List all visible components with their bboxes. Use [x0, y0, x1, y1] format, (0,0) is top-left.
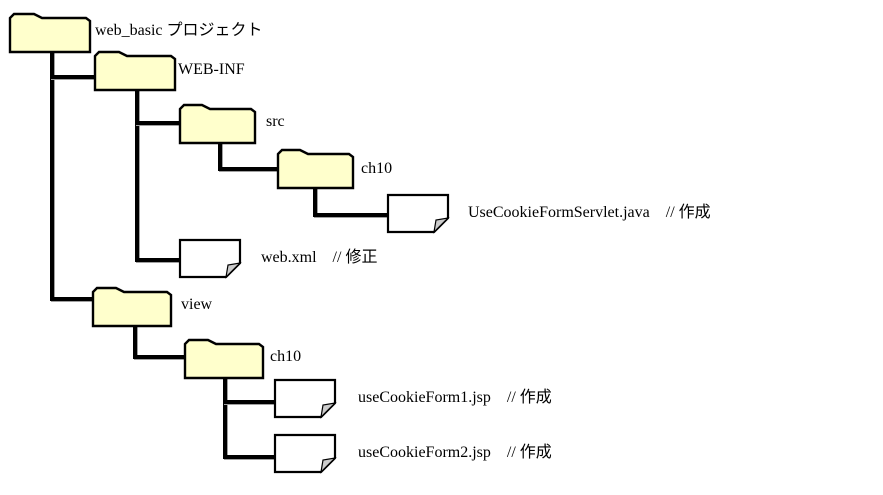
folder-icon-view[interactable] [91, 286, 173, 328]
node-name-view: view [181, 296, 213, 313]
connector-view-to-ch10 [133, 355, 188, 360]
connector-root-trunk [50, 52, 55, 298]
node-name-webinf: WEB-INF [178, 61, 245, 78]
connector-webinf-trunk [135, 90, 140, 259]
node-note-webxml: // 修正 [332, 249, 378, 266]
node-name-src-ch10: ch10 [361, 160, 393, 177]
connector-view-trunk [133, 326, 138, 356]
connector-viewch10-to-file2 [223, 455, 278, 460]
connector-webinf-to-src [135, 121, 183, 126]
node-name-usecookieform1: useCookieForm1.jsp [358, 389, 491, 406]
node-label-usecookieform1: useCookieForm1.jsp // 作成 [358, 389, 552, 407]
connector-root-to-view [50, 297, 96, 302]
connector-viewch10-trunk [223, 378, 228, 456]
node-label-webxml: web.xml // 修正 [261, 249, 377, 267]
folder-icon-src[interactable] [178, 103, 257, 145]
folder-icon-src-ch10[interactable] [276, 148, 355, 190]
folder-icon-root[interactable] [8, 12, 92, 54]
node-name-webxml: web.xml [261, 249, 317, 266]
connector-viewch10-to-file1 [223, 400, 278, 405]
connectors-layer [50, 52, 391, 460]
node-note-usecookieform2: // 作成 [506, 444, 552, 461]
node-name-view-ch10: ch10 [270, 348, 302, 365]
file-icon-usecookieform2[interactable] [273, 433, 337, 474]
icons-layer [8, 12, 450, 474]
file-icon-usecookieformservlet[interactable] [386, 193, 450, 234]
node-label-root: web_basic プロジェクト [95, 22, 263, 40]
node-label-src: src [266, 113, 285, 131]
node-label-usecookieformservlet: UseCookieFormServlet.java // 作成 [468, 204, 711, 222]
connector-webinf-to-webxml [135, 258, 183, 263]
node-label-view-ch10: ch10 [270, 348, 301, 366]
connector-root-to-webinf [50, 75, 98, 80]
connector-src-to-ch10 [218, 167, 281, 172]
file-icon-webxml[interactable] [178, 238, 242, 279]
node-name-src: src [266, 113, 285, 130]
connector-srcch10-to-file [313, 213, 391, 218]
node-note-usecookieform1: // 作成 [506, 389, 552, 406]
node-label-view: view [181, 296, 212, 314]
node-name-root: web_basic プロジェクト [95, 22, 263, 39]
node-note-usecookieformservlet: // 作成 [665, 204, 711, 221]
node-name-usecookieformservlet: UseCookieFormServlet.java [468, 204, 650, 221]
node-label-usecookieform2: useCookieForm2.jsp // 作成 [358, 444, 552, 462]
folder-icon-view-ch10[interactable] [183, 338, 265, 380]
node-name-usecookieform2: useCookieForm2.jsp [358, 444, 491, 461]
file-icon-usecookieform1[interactable] [273, 378, 337, 419]
node-label-src-ch10: ch10 [361, 160, 392, 178]
node-label-webinf: WEB-INF [178, 61, 245, 79]
folder-icon-webinf[interactable] [93, 50, 177, 92]
connector-src-trunk [218, 143, 223, 168]
connector-srcch10-trunk [313, 188, 318, 214]
